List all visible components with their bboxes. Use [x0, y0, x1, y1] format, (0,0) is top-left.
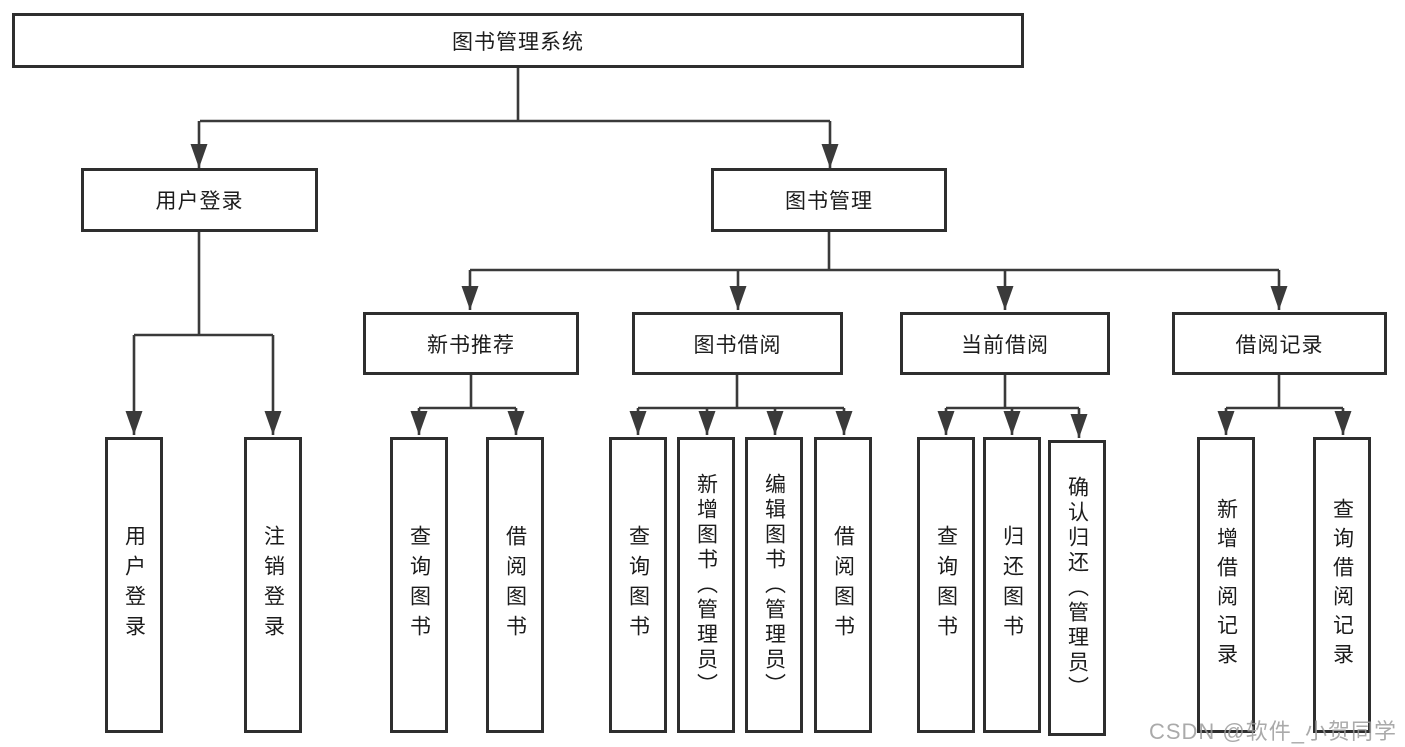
- node-book-borrow-label: 图书借阅: [693, 333, 782, 357]
- leaf-bb-edit-book-admin-label: 编辑图书（管理员）: [762, 472, 786, 698]
- connector-root-branch: [200, 68, 830, 123]
- leaf-nb-query-book: 查询图书: [390, 437, 448, 733]
- leaf-user-login: 用户登录: [105, 437, 163, 733]
- leaf-cb-return-book-label: 归还图书: [1000, 525, 1024, 645]
- connector-user-login-branch: [134, 232, 273, 337]
- connector-records-branch: [1226, 375, 1343, 410]
- leaf-cb-query-book: 查询图书: [917, 437, 975, 733]
- leaf-rec-query-record-label: 查询借阅记录: [1330, 498, 1354, 672]
- leaf-rec-query-record: 查询借阅记录: [1313, 437, 1371, 733]
- node-book-management: 图书管理: [711, 168, 947, 232]
- leaf-cb-query-book-label: 查询图书: [934, 525, 958, 645]
- leaf-bb-edit-book-admin: 编辑图书（管理员）: [745, 437, 803, 733]
- leaf-bb-borrow-book-label: 借阅图书: [831, 525, 855, 645]
- leaf-bb-add-book-admin: 新增图书（管理员）: [677, 437, 735, 733]
- leaf-nb-query-book-label: 查询图书: [407, 525, 431, 645]
- node-book-management-label: 图书管理: [785, 190, 873, 213]
- node-borrow-records-label: 借阅记录: [1235, 333, 1324, 357]
- connector-borrow-branch: [638, 375, 844, 410]
- leaf-bb-add-book-admin-label: 新增图书（管理员）: [694, 472, 718, 698]
- node-root-label: 图书管理系统: [452, 30, 584, 54]
- leaf-bb-query-book: 查询图书: [609, 437, 667, 733]
- node-root: 图书管理系统: [12, 13, 1024, 68]
- csdn-watermark: CSDN @软件_小贺同学: [1148, 719, 1397, 744]
- node-new-book-recommend: 新书推荐: [363, 312, 579, 375]
- node-current-borrow: 当前借阅: [900, 312, 1110, 375]
- node-book-borrow: 图书借阅: [632, 312, 843, 375]
- connector-new-book-branch: [419, 375, 516, 410]
- leaf-nb-borrow-book: 借阅图书: [486, 437, 544, 733]
- leaf-logout: 注销登录: [244, 437, 302, 733]
- leaf-user-login-label: 用户登录: [122, 525, 146, 645]
- connector-book-mgmt-branch: [470, 232, 1279, 272]
- leaf-cb-confirm-return-admin-label: 确认归还（管理员）: [1065, 475, 1089, 701]
- node-user-login-label: 用户登录: [155, 190, 244, 213]
- leaf-bb-borrow-book: 借阅图书: [814, 437, 872, 733]
- leaf-bb-query-book-label: 查询图书: [626, 525, 650, 645]
- leaf-logout-label: 注销登录: [261, 525, 285, 645]
- connector-current-branch: [946, 375, 1079, 410]
- node-current-borrow-label: 当前借阅: [961, 333, 1049, 357]
- leaf-cb-return-book: 归还图书: [983, 437, 1041, 733]
- node-user-login-module: 用户登录: [81, 168, 318, 232]
- leaf-cb-confirm-return-admin: 确认归还（管理员）: [1048, 440, 1106, 736]
- leaf-nb-borrow-book-label: 借阅图书: [503, 525, 527, 645]
- node-new-book-recommend-label: 新书推荐: [427, 333, 515, 357]
- node-borrow-records: 借阅记录: [1172, 312, 1387, 375]
- leaf-rec-add-record-label: 新增借阅记录: [1214, 498, 1238, 672]
- leaf-rec-add-record: 新增借阅记录: [1197, 437, 1255, 733]
